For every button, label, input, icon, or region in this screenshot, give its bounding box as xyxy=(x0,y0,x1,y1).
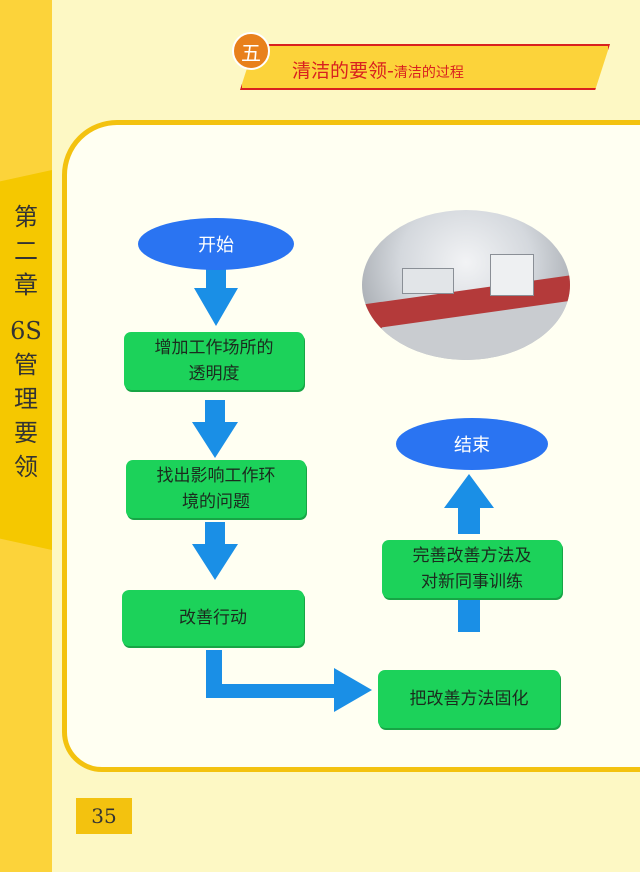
flow-end: 结束 xyxy=(396,418,548,470)
page-title: 清洁的要领-清洁的过程 xyxy=(292,56,464,83)
chapter-char: 理 xyxy=(14,385,38,413)
flow-step-2: 找出影响工作环 境的问题 xyxy=(126,460,306,518)
flow-step-1-line2: 透明度 xyxy=(188,364,240,384)
flow-step-5-line1: 完善改善方法及 xyxy=(412,546,532,566)
lab-equipment-shape xyxy=(402,268,454,294)
flow-step-4: 把改善方法固化 xyxy=(378,670,560,728)
chapter-tab: 第 二 章 6S 管 理 要 领 xyxy=(0,170,52,550)
title-main: 清洁的要领 xyxy=(292,60,388,82)
arrow-down-icon xyxy=(192,400,238,458)
flow-step-2-line1: 找出影响工作环 xyxy=(156,466,276,486)
arrow-down-icon xyxy=(192,522,238,580)
chapter-char: 6S xyxy=(10,317,42,345)
chapter-char: 章 xyxy=(14,271,38,299)
chapter-char: 领 xyxy=(14,453,38,481)
flow-step-1: 增加工作场所的 透明度 xyxy=(124,332,304,390)
title-sub: 清洁的过程 xyxy=(393,65,464,81)
arrow-down-icon xyxy=(194,266,238,326)
flow-step-3: 改善行动 xyxy=(122,590,304,646)
arrow-up-icon xyxy=(444,474,494,534)
flow-step-2-line2: 境的问题 xyxy=(182,492,250,512)
flow-step-1-line1: 增加工作场所的 xyxy=(154,338,274,358)
chapter-char: 第 xyxy=(14,203,38,231)
arrow-elbow-icon xyxy=(206,650,372,712)
chapter-char: 二 xyxy=(14,237,38,265)
page-number: 35 xyxy=(76,798,132,834)
chapter-char: 管 xyxy=(14,351,38,379)
flow-step-5: 完善改善方法及 对新同事训练 xyxy=(382,540,562,598)
lab-photo xyxy=(362,210,570,360)
chapter-char: 要 xyxy=(14,419,38,447)
flow-start: 开始 xyxy=(138,218,294,270)
section-number-badge: 五 xyxy=(232,32,270,70)
lab-balance-shape xyxy=(490,254,534,296)
title-banner xyxy=(240,44,610,90)
title-separator: - xyxy=(387,60,394,82)
flow-step-5-line2: 对新同事训练 xyxy=(421,572,523,592)
